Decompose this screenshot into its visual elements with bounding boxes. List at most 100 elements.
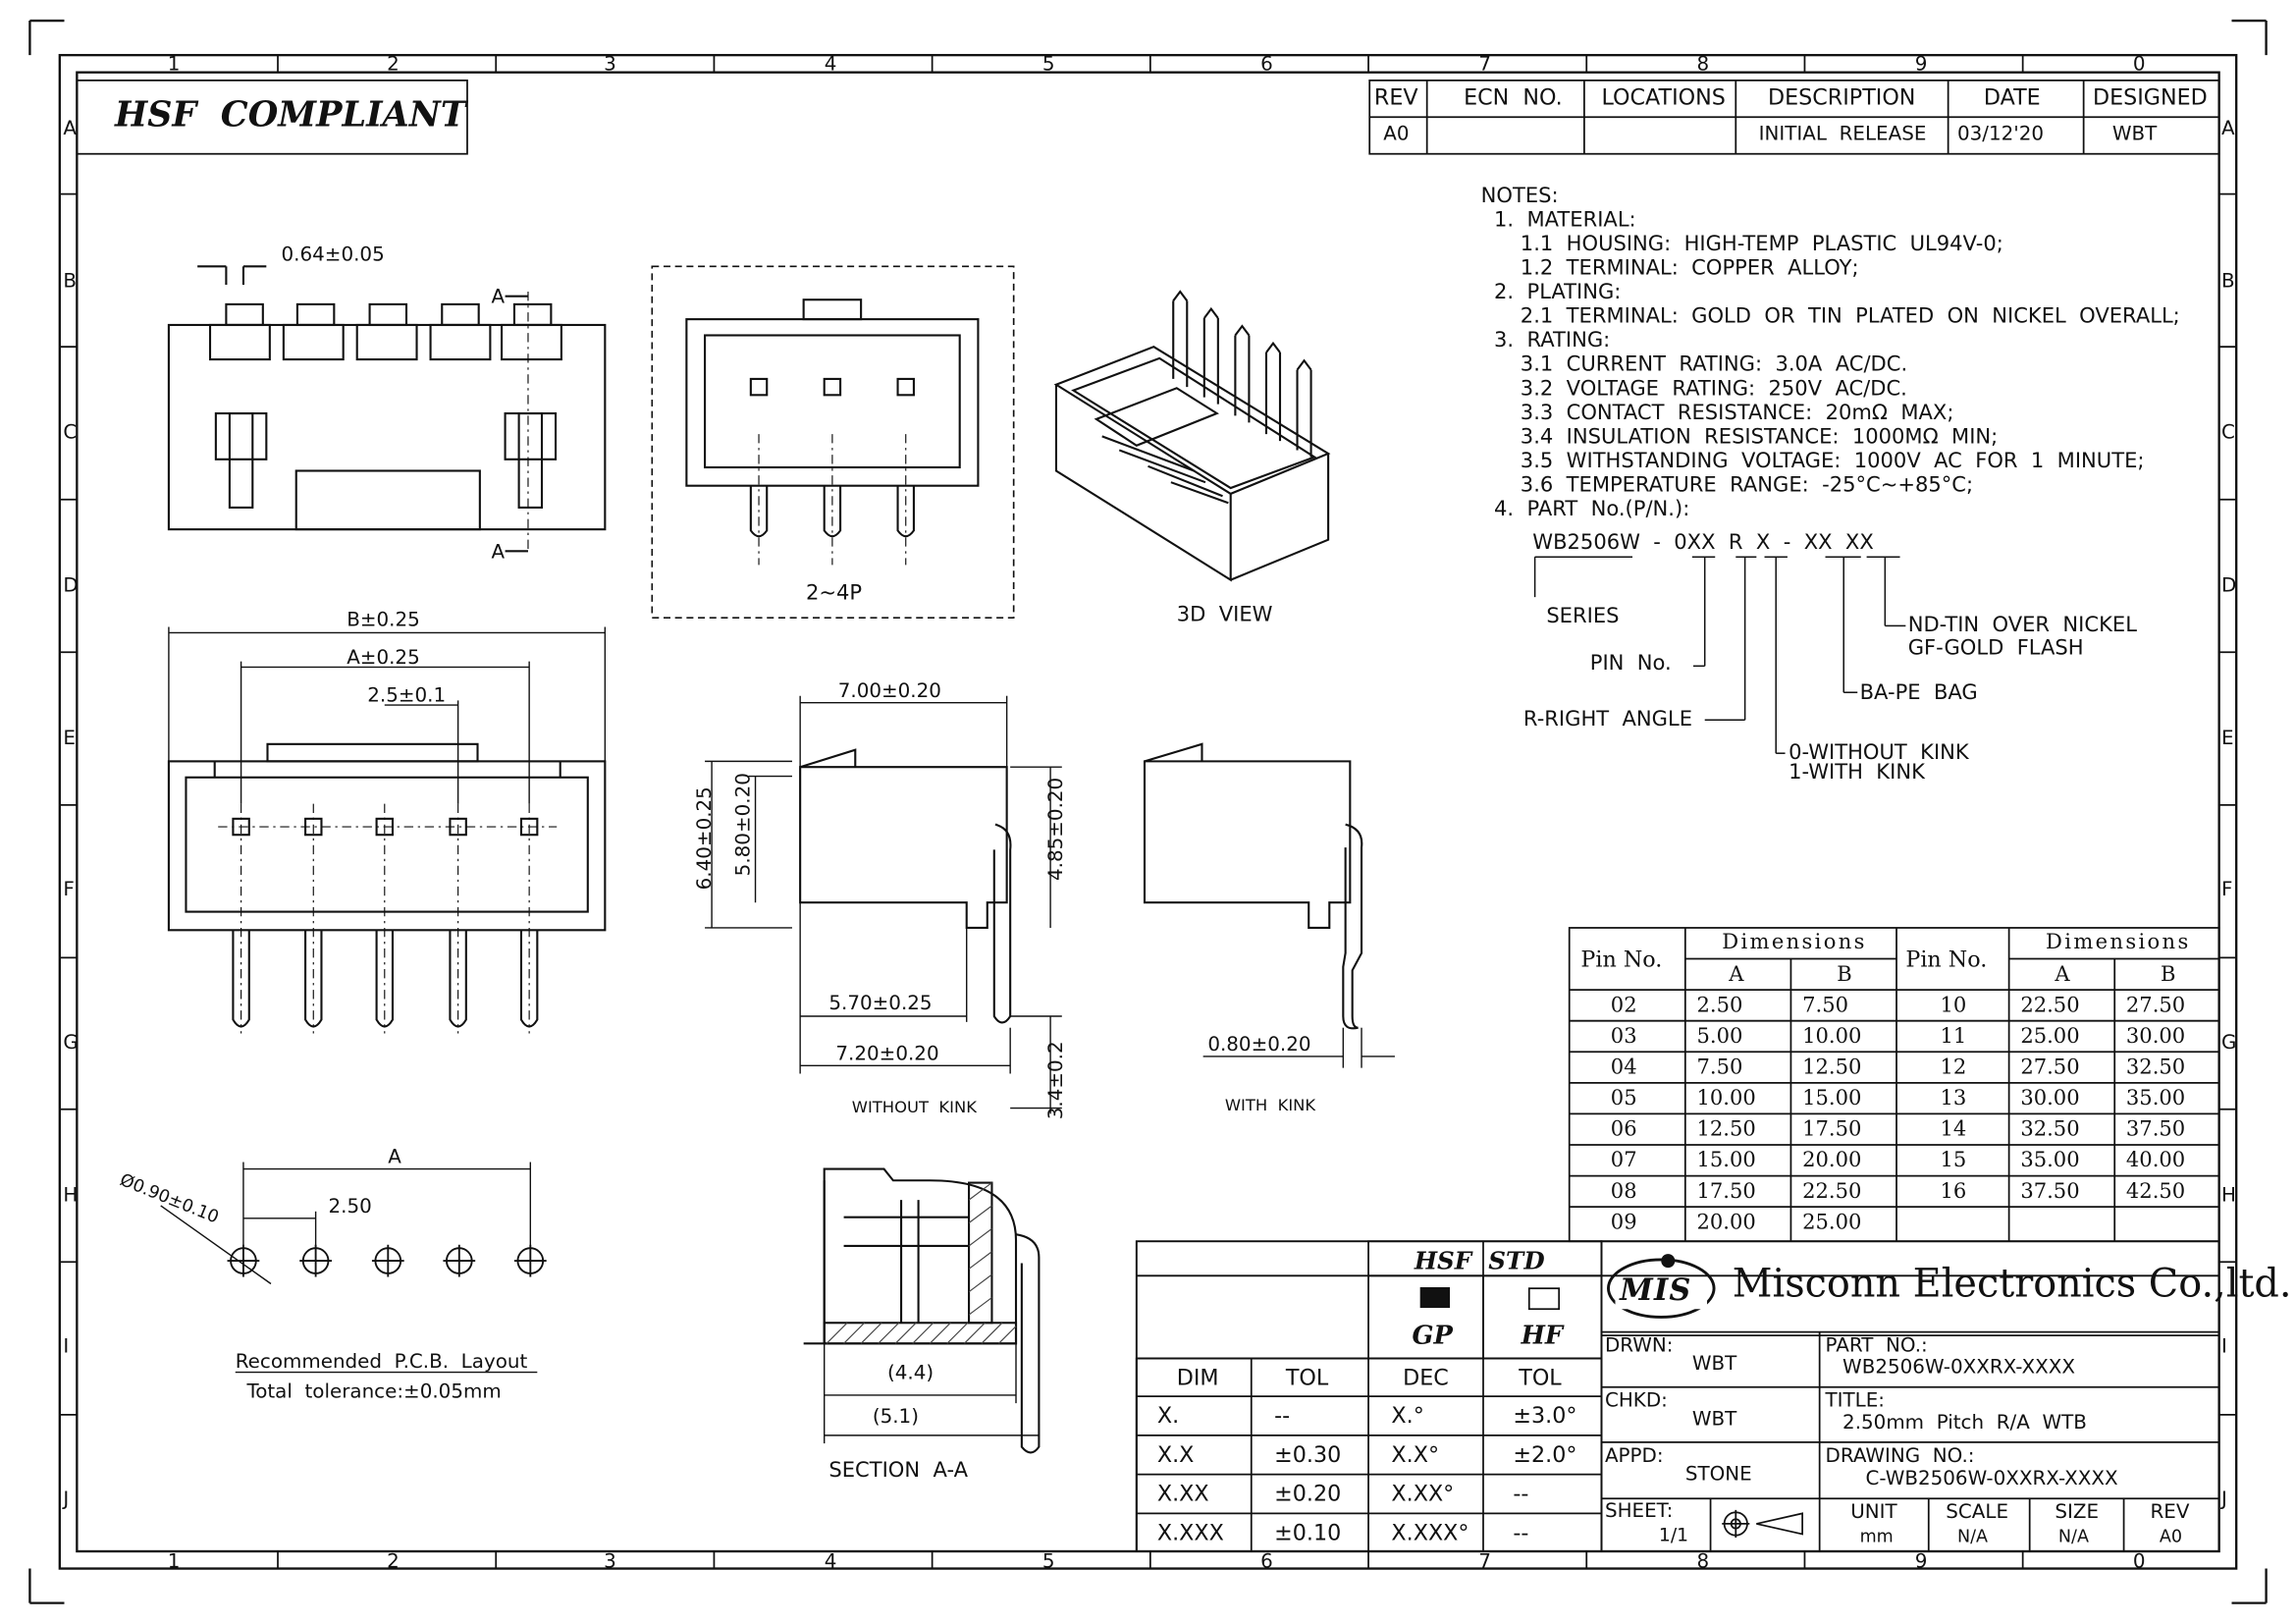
bag-label: BA-PE BAG	[1859, 680, 1978, 706]
dim-485: 4.85±0.20	[1044, 777, 1068, 882]
tol-cell: X.XX°	[1391, 1481, 1455, 1507]
col-label: 6	[1260, 1549, 1273, 1574]
rev-header: ECN NO.	[1464, 84, 1563, 111]
pin-no-header: Pin No.	[1580, 947, 1663, 973]
note-line: 4. PART No.(P/N.):	[1480, 497, 1690, 521]
col-a-header: A	[2055, 962, 2070, 987]
tol-cell: X.XX	[1156, 1481, 1209, 1507]
mis-logo	[1607, 1254, 1716, 1319]
pin-no-cell: 05	[1610, 1086, 1637, 1110]
note-line: 3.3 CONTACT RESISTANCE: 20mΩ MAX;	[1480, 401, 1954, 425]
tol-header: DIM	[1176, 1365, 1219, 1391]
rev-cell: A0	[1383, 123, 1410, 146]
tol-cell: X.	[1156, 1403, 1180, 1429]
dim-b-cell: 7.50	[1802, 993, 1848, 1018]
view-3d-label: 3D VIEW	[1176, 602, 1273, 627]
row-label: B	[2220, 269, 2235, 294]
col-label: 9	[1914, 52, 1928, 77]
unit-label: UNIT	[1850, 1500, 1897, 1524]
note-line: 1.1 HOUSING: HIGH-TEMP PLASTIC UL94V-0;	[1480, 232, 2003, 256]
rev-cell: WBT	[2111, 123, 2158, 146]
note-line: 2.1 TERMINAL: GOLD OR TIN PLATED ON NICK…	[1480, 303, 2180, 329]
pin-no-cell: 12	[1940, 1055, 1967, 1080]
col-label: 4	[824, 1549, 837, 1574]
col-label: 8	[1696, 1549, 1710, 1574]
row-label: C	[63, 421, 78, 445]
tol-cell: ±0.10	[1274, 1520, 1342, 1546]
row-label: G	[63, 1031, 79, 1055]
rev-cell: 03/12'20	[1956, 123, 2045, 146]
without-kink-label: WITHOUT KINK	[851, 1099, 977, 1117]
row-label: J	[2220, 1488, 2227, 1512]
pitch-top-dim: 0.64±0.05	[281, 243, 385, 267]
col-label: 1	[167, 52, 181, 77]
note-line: 3.4 INSULATION RESISTANCE: 1000MΩ MIN;	[1480, 424, 1999, 450]
col-label: 7	[1478, 52, 1491, 77]
tol-header: TOL	[1519, 1365, 1562, 1391]
tol-cell: X.X	[1156, 1441, 1195, 1468]
col-b-header: B	[1837, 962, 1852, 987]
range-label: 2~4P	[805, 580, 863, 606]
row-label: A	[2220, 117, 2235, 140]
scale-value: N/A	[1956, 1526, 1989, 1547]
dim-570: 5.70±0.25	[828, 992, 933, 1015]
tol-cell: --	[1274, 1403, 1291, 1429]
dim-700: 7.00±0.20	[837, 679, 941, 703]
dim-b-cell: 27.50	[2125, 993, 2186, 1018]
note-line: NOTES:	[1480, 184, 1559, 208]
note-line: 3. RATING:	[1480, 328, 1611, 353]
tol-header: TOL	[1285, 1365, 1329, 1391]
dim-b-cell: 17.50	[1802, 1116, 1862, 1142]
row-label: E	[63, 727, 76, 750]
row-label: D	[2220, 573, 2237, 598]
tol-cell: --	[1513, 1481, 1529, 1507]
pin-no-cell: 11	[1940, 1024, 1967, 1049]
dim-a-cell: 37.50	[2020, 1179, 2080, 1204]
tol-cell: X.XXX	[1156, 1520, 1224, 1546]
row-label: G	[2220, 1031, 2237, 1055]
row-label: I	[63, 1335, 70, 1359]
pcb-dim-pitch: 2.50	[328, 1195, 372, 1218]
series-label: SERIES	[1546, 604, 1620, 628]
scale-label: SCALE	[1946, 1500, 2009, 1524]
note-line: 1.2 TERMINAL: COPPER ALLOY;	[1480, 255, 1859, 281]
title-value: 2.50mm Pitch R/A WTB	[1842, 1411, 2087, 1435]
row-label: C	[2220, 421, 2235, 445]
dim-b-cell: 30.00	[2125, 1024, 2186, 1049]
note-line: 3.2 VOLTAGE RATING: 250V AC/DC.	[1480, 376, 1907, 402]
col-label: 1	[167, 1549, 181, 1574]
col-label: 8	[1696, 52, 1710, 77]
pin-no-cell: 13	[1940, 1086, 1967, 1110]
pin-no-cell: 07	[1610, 1148, 1637, 1173]
hsf-gp-label: GP	[1412, 1320, 1453, 1351]
plating-label-1: GF-GOLD FLASH	[1907, 635, 2084, 661]
title-label: TITLE:	[1825, 1389, 1886, 1413]
section-dim-44: (4.4)	[887, 1362, 934, 1385]
rev-header: LOCATIONS	[1601, 84, 1726, 111]
tol-header: DEC	[1403, 1365, 1449, 1391]
col-label: 3	[604, 1549, 616, 1574]
part-no-value: WB2506W-0XXRX-XXXX	[1842, 1356, 2075, 1380]
row-label: H	[2220, 1183, 2236, 1208]
col-label: 0	[2132, 1549, 2146, 1574]
note-line: 3.1 CURRENT RATING: 3.0A AC/DC.	[1480, 352, 1908, 377]
note-line: 1. MATERIAL:	[1480, 207, 1636, 233]
row-label: F	[2220, 878, 2233, 902]
drawing-no-label: DRAWING NO.:	[1825, 1444, 1975, 1468]
dim-a-cell: 15.00	[1696, 1148, 1756, 1173]
part-no-label: PART NO.:	[1825, 1333, 1928, 1358]
col-label: 7	[1478, 1549, 1491, 1574]
dim-pitch: 2.5±0.1	[367, 684, 447, 708]
pin-no-label: PIN No.	[1589, 651, 1672, 676]
pin-no-cell: 10	[1940, 993, 1967, 1018]
col-label: 0	[2132, 52, 2146, 77]
part-number-code: WB2506W - 0XX R X - XX XX	[1532, 530, 1874, 555]
dim-b-cell: 10.00	[1802, 1024, 1862, 1049]
dimensions-header: Dimensions	[1722, 930, 1867, 954]
dim-a-cell: 25.00	[2020, 1024, 2080, 1049]
dim-b-cell: 25.00	[1802, 1210, 1862, 1235]
row-label: F	[63, 878, 75, 902]
dim-a-cell: 7.50	[1696, 1055, 1743, 1080]
drawing-no-value: C-WB2506W-0XXRX-XXXX	[1865, 1467, 2118, 1491]
